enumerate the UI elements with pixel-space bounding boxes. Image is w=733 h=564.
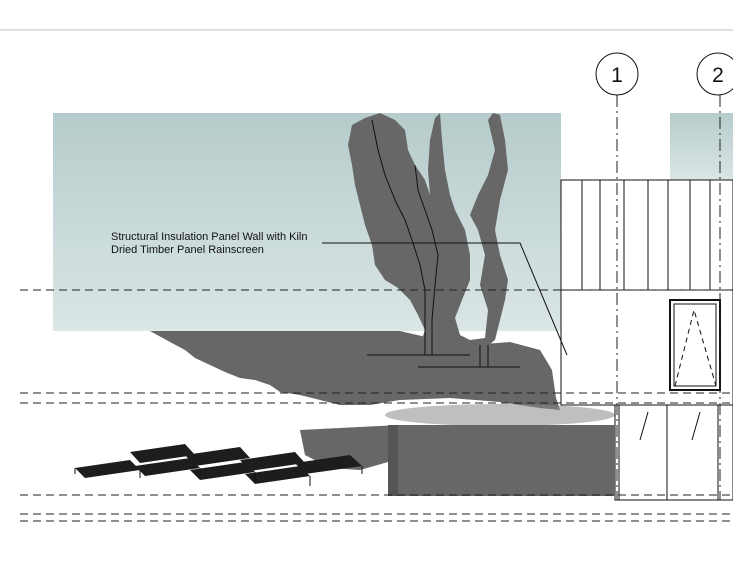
material-annotation: Structural Insulation Panel Wall with Ki… — [111, 231, 307, 257]
base-glazing — [614, 404, 733, 501]
plinth-block — [388, 425, 615, 496]
annotation-leader — [322, 242, 568, 356]
sky-backdrop-right — [670, 113, 733, 180]
grid-marker-1-label: 1 — [611, 64, 623, 87]
tree-branch-line-1 — [371, 119, 426, 355]
window — [669, 299, 721, 391]
annotation-line-2: Dried Timber Panel Rainscreen — [111, 244, 264, 256]
plinth-edge — [388, 425, 398, 496]
grid-marker-2: 2 — [696, 52, 733, 96]
tree-silhouette — [348, 113, 508, 355]
ground-ellipse-shadow — [385, 404, 615, 426]
ground-shadow — [150, 331, 560, 410]
annotation-line-1: Structural Insulation Panel Wall with Ki… — [111, 231, 308, 243]
grid-marker-1: 1 — [595, 52, 639, 96]
solar-panel-array — [74, 444, 363, 486]
building-cladding — [560, 179, 733, 291]
grid-marker-2-label: 2 — [712, 64, 724, 87]
